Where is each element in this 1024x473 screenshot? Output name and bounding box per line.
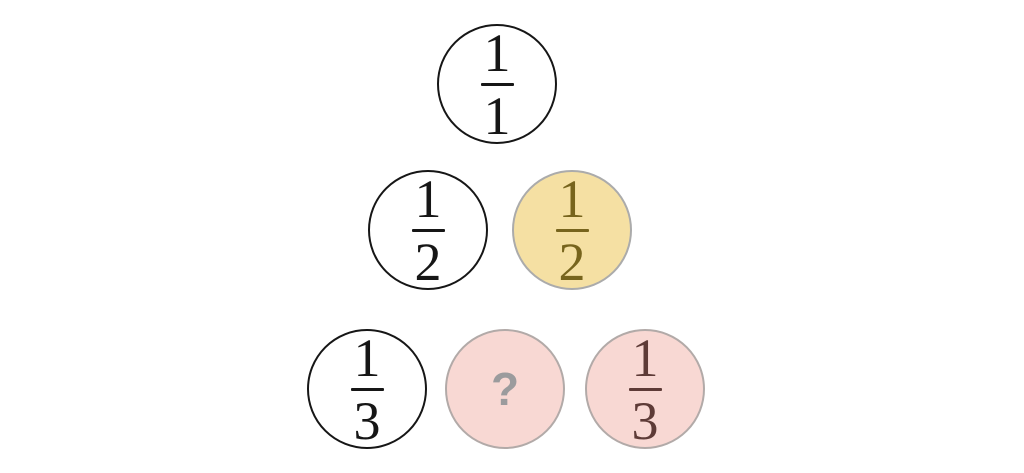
fraction-bar xyxy=(350,387,384,391)
circle-row2-fraction-1-2-yellow: 1 2 xyxy=(512,170,632,290)
fraction-bar xyxy=(411,228,445,232)
fraction-bar xyxy=(555,228,589,232)
fraction-numerator: 1 xyxy=(414,168,442,229)
circle-row3-question: ? xyxy=(445,329,565,449)
fraction-bar xyxy=(628,387,662,391)
fraction-numerator: 1 xyxy=(353,327,381,388)
fraction-denominator: 3 xyxy=(353,390,381,451)
fraction-numerator: 1 xyxy=(483,22,511,83)
circle-row2-fraction-1-2-white: 1 2 xyxy=(368,170,488,290)
fraction-numerator: 1 xyxy=(558,168,586,229)
fraction-bar xyxy=(480,82,514,86)
circle-row1-fraction-1-1: 1 1 xyxy=(437,24,557,144)
fraction-1-2: 1 2 xyxy=(555,168,589,292)
circle-row3-fraction-1-3-white: 1 3 xyxy=(307,329,427,449)
fraction-denominator: 1 xyxy=(483,85,511,146)
fraction-denominator: 2 xyxy=(558,231,586,292)
question-mark: ? xyxy=(490,363,520,415)
fraction-denominator: 3 xyxy=(631,390,659,451)
fraction-numerator: 1 xyxy=(631,327,659,388)
fraction-1-3: 1 3 xyxy=(350,327,384,451)
fraction-1-1: 1 1 xyxy=(480,22,514,146)
fraction-denominator: 2 xyxy=(414,231,442,292)
fraction-1-2: 1 2 xyxy=(411,168,445,292)
circle-row3-fraction-1-3-pink: 1 3 xyxy=(585,329,705,449)
fraction-1-3: 1 3 xyxy=(628,327,662,451)
